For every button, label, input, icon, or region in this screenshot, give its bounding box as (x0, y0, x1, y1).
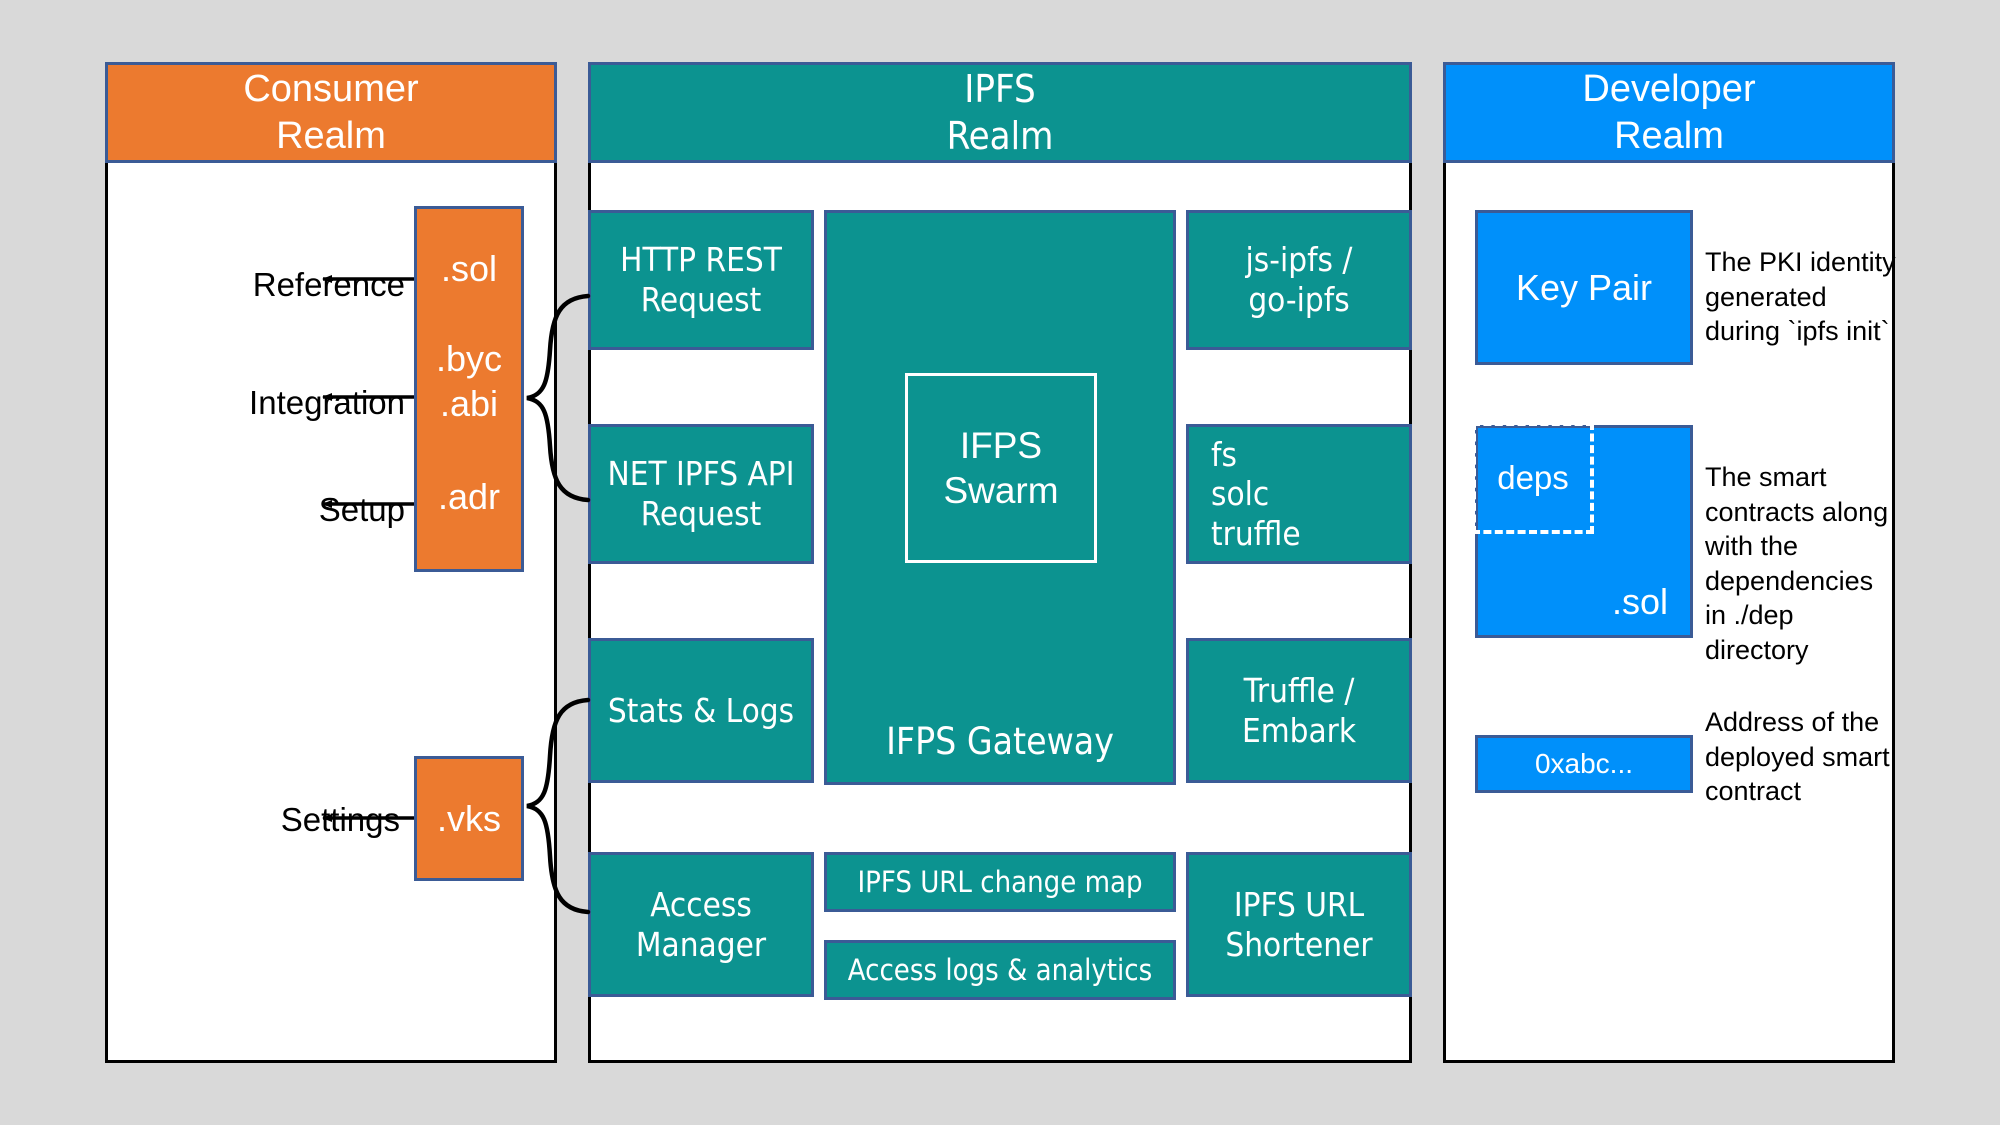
consumer-label-setup: Setup (318, 491, 405, 528)
consumer-realm-header: Consumer Realm (105, 62, 557, 163)
ipfs-box-ipfs-url-shortener[interactable]: IPFS URL Shortener (1186, 852, 1412, 997)
ipfs-box-stats-and-logs[interactable]: Stats & Logs (588, 638, 814, 783)
consumer-artifact-box[interactable]: .sol .byc .abi .adr (414, 206, 524, 572)
developer-address-box[interactable]: 0xabc... (1475, 735, 1693, 793)
ipfs-box-truffle-embark[interactable]: Truffle / Embark (1186, 638, 1412, 783)
ipfs-box-fs-solc-truffle[interactable]: fs solc truffle (1186, 424, 1412, 564)
ipfs-box-net-ipfs-api-request[interactable]: NET IPFS API Request (588, 424, 814, 564)
developer-key-pair-note: The PKI identity generated during `ipfs … (1705, 247, 1896, 347)
developer-deps-dashed-box[interactable]: deps (1472, 422, 1594, 534)
ipfs-box-js-go-ipfs[interactable]: js-ipfs / go-ipfs (1186, 210, 1412, 350)
developer-contracts-note: The smart contracts along with the depen… (1705, 462, 1889, 665)
artifact-line-byc: .byc (435, 338, 503, 379)
ipfs-realm-header: IPFS Realm (588, 62, 1412, 163)
developer-realm-header: Developer Realm (1443, 62, 1895, 163)
ipfs-gateway-label: IFPS Gateway (886, 719, 1114, 763)
consumer-label-settings: Settings (280, 801, 400, 838)
artifact-line-sol: .sol (440, 248, 498, 289)
developer-contracts-box[interactable]: deps .sol (1472, 422, 1693, 638)
artifact-line-abi: .abi (439, 383, 499, 424)
ipfs-access-logs-analytics-box[interactable]: Access logs & analytics (824, 940, 1176, 1000)
ipfs-swarm-box[interactable]: IFPS Swarm (905, 373, 1097, 563)
consumer-keystore-box[interactable]: .vks (414, 756, 524, 881)
ipfs-gateway-box[interactable]: IFPS Swarm IFPS Gateway (824, 210, 1176, 785)
developer-contracts-label: .sol (1611, 580, 1668, 622)
ipfs-url-change-map-box[interactable]: IPFS URL change map (824, 852, 1176, 912)
ipfs-box-http-rest-request[interactable]: HTTP REST Request (588, 210, 814, 350)
ipfs-box-access-manager[interactable]: Access Manager (588, 852, 814, 997)
consumer-label-integration: Integration (249, 384, 405, 421)
consumer-label-reference: Reference (252, 266, 405, 303)
developer-key-pair-box[interactable]: Key Pair (1475, 210, 1693, 365)
artifact-line-adr: .adr (437, 476, 501, 517)
developer-address-note: Address of the deployed smart contract (1705, 707, 1890, 807)
